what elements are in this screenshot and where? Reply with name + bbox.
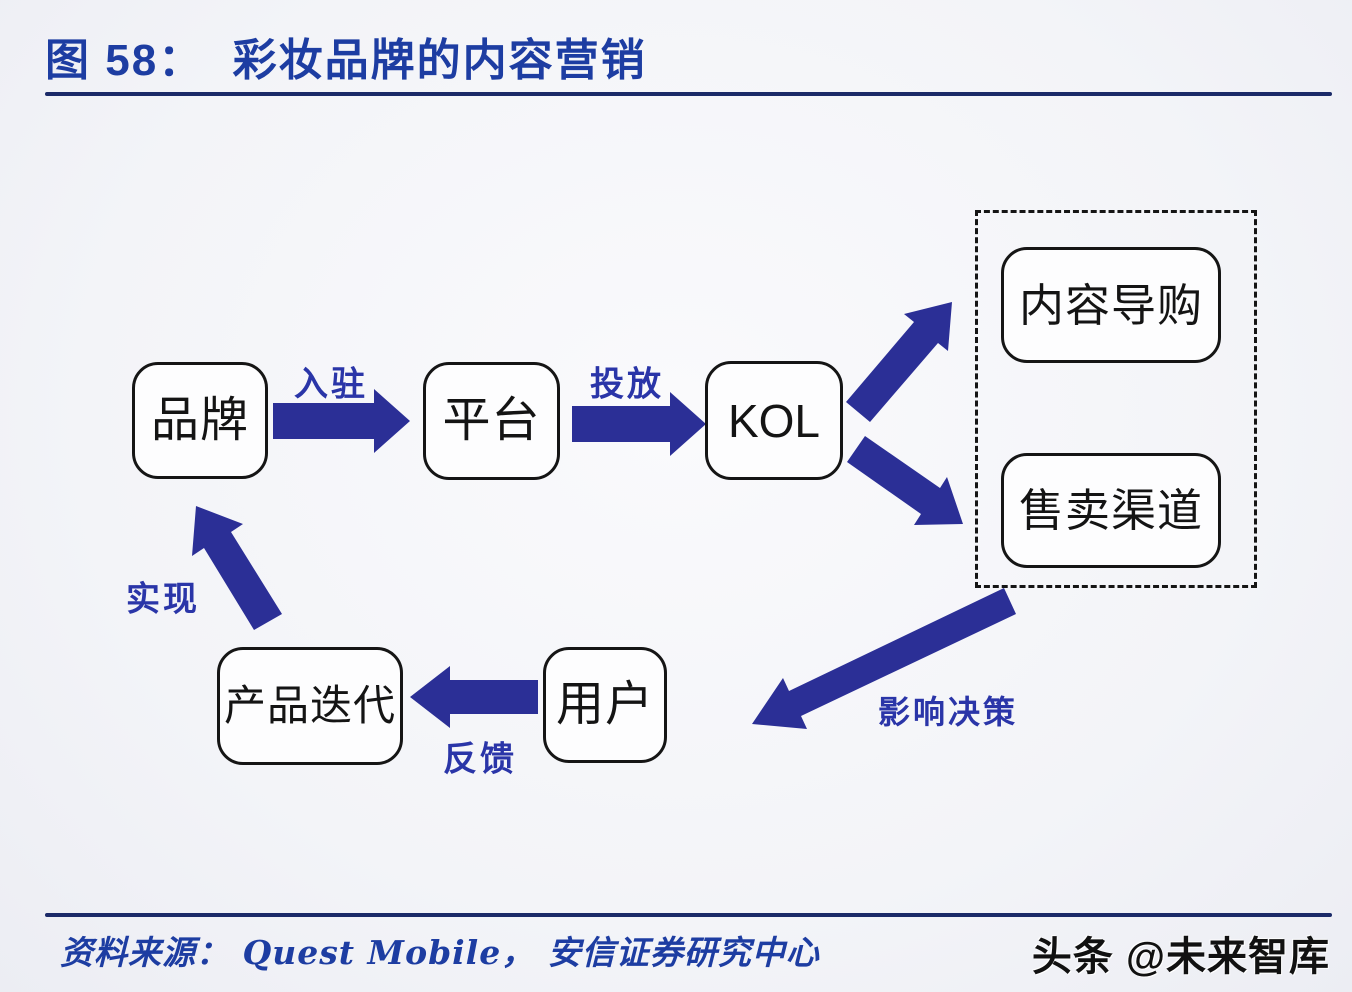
node-sales-channel: 售卖渠道	[1001, 453, 1221, 568]
footer-watermark: 头条 @未来智库	[1031, 935, 1330, 979]
figure-title: 图 58： 彩妆品牌的内容营销	[45, 36, 647, 85]
node-sales-channel-label: 售卖渠道	[1018, 485, 1203, 536]
edge-label-enter: 入驻	[294, 364, 368, 405]
node-content-guide-label: 内容导购	[1018, 279, 1203, 331]
arrow-kol-to-sales-channel	[847, 436, 963, 525]
node-product-iteration: 产品迭代	[217, 647, 403, 765]
node-user-label: 用户	[555, 678, 654, 731]
footer-source: 资料来源： Quest Mobile， 安信证券研究中心	[60, 933, 820, 972]
kol-outcome-group	[975, 210, 1257, 588]
node-brand-label: 品牌	[150, 393, 249, 447]
node-kol: KOL	[705, 361, 843, 480]
node-kol-label: KOL	[727, 394, 821, 447]
node-brand: 品牌	[132, 362, 268, 479]
edge-label-realize: 实现	[126, 579, 200, 620]
title-rule	[45, 92, 1332, 96]
arrow-product-iteration-to-brand	[192, 506, 282, 630]
edge-label-deploy: 投放	[590, 364, 664, 405]
edge-label-influence: 影响决策	[877, 693, 1019, 731]
node-content-guide: 内容导购	[1001, 247, 1221, 363]
arrow-user-to-product-iteration	[410, 666, 538, 728]
footer-rule	[45, 913, 1332, 917]
arrow-kol-to-content-guide	[846, 302, 952, 422]
node-user: 用户	[543, 647, 667, 763]
node-product-iteration-label: 产品迭代	[223, 682, 396, 729]
node-platform: 平台	[423, 362, 560, 480]
edge-label-feedback: 反馈	[443, 739, 517, 780]
node-platform-label: 平台	[442, 394, 541, 447]
